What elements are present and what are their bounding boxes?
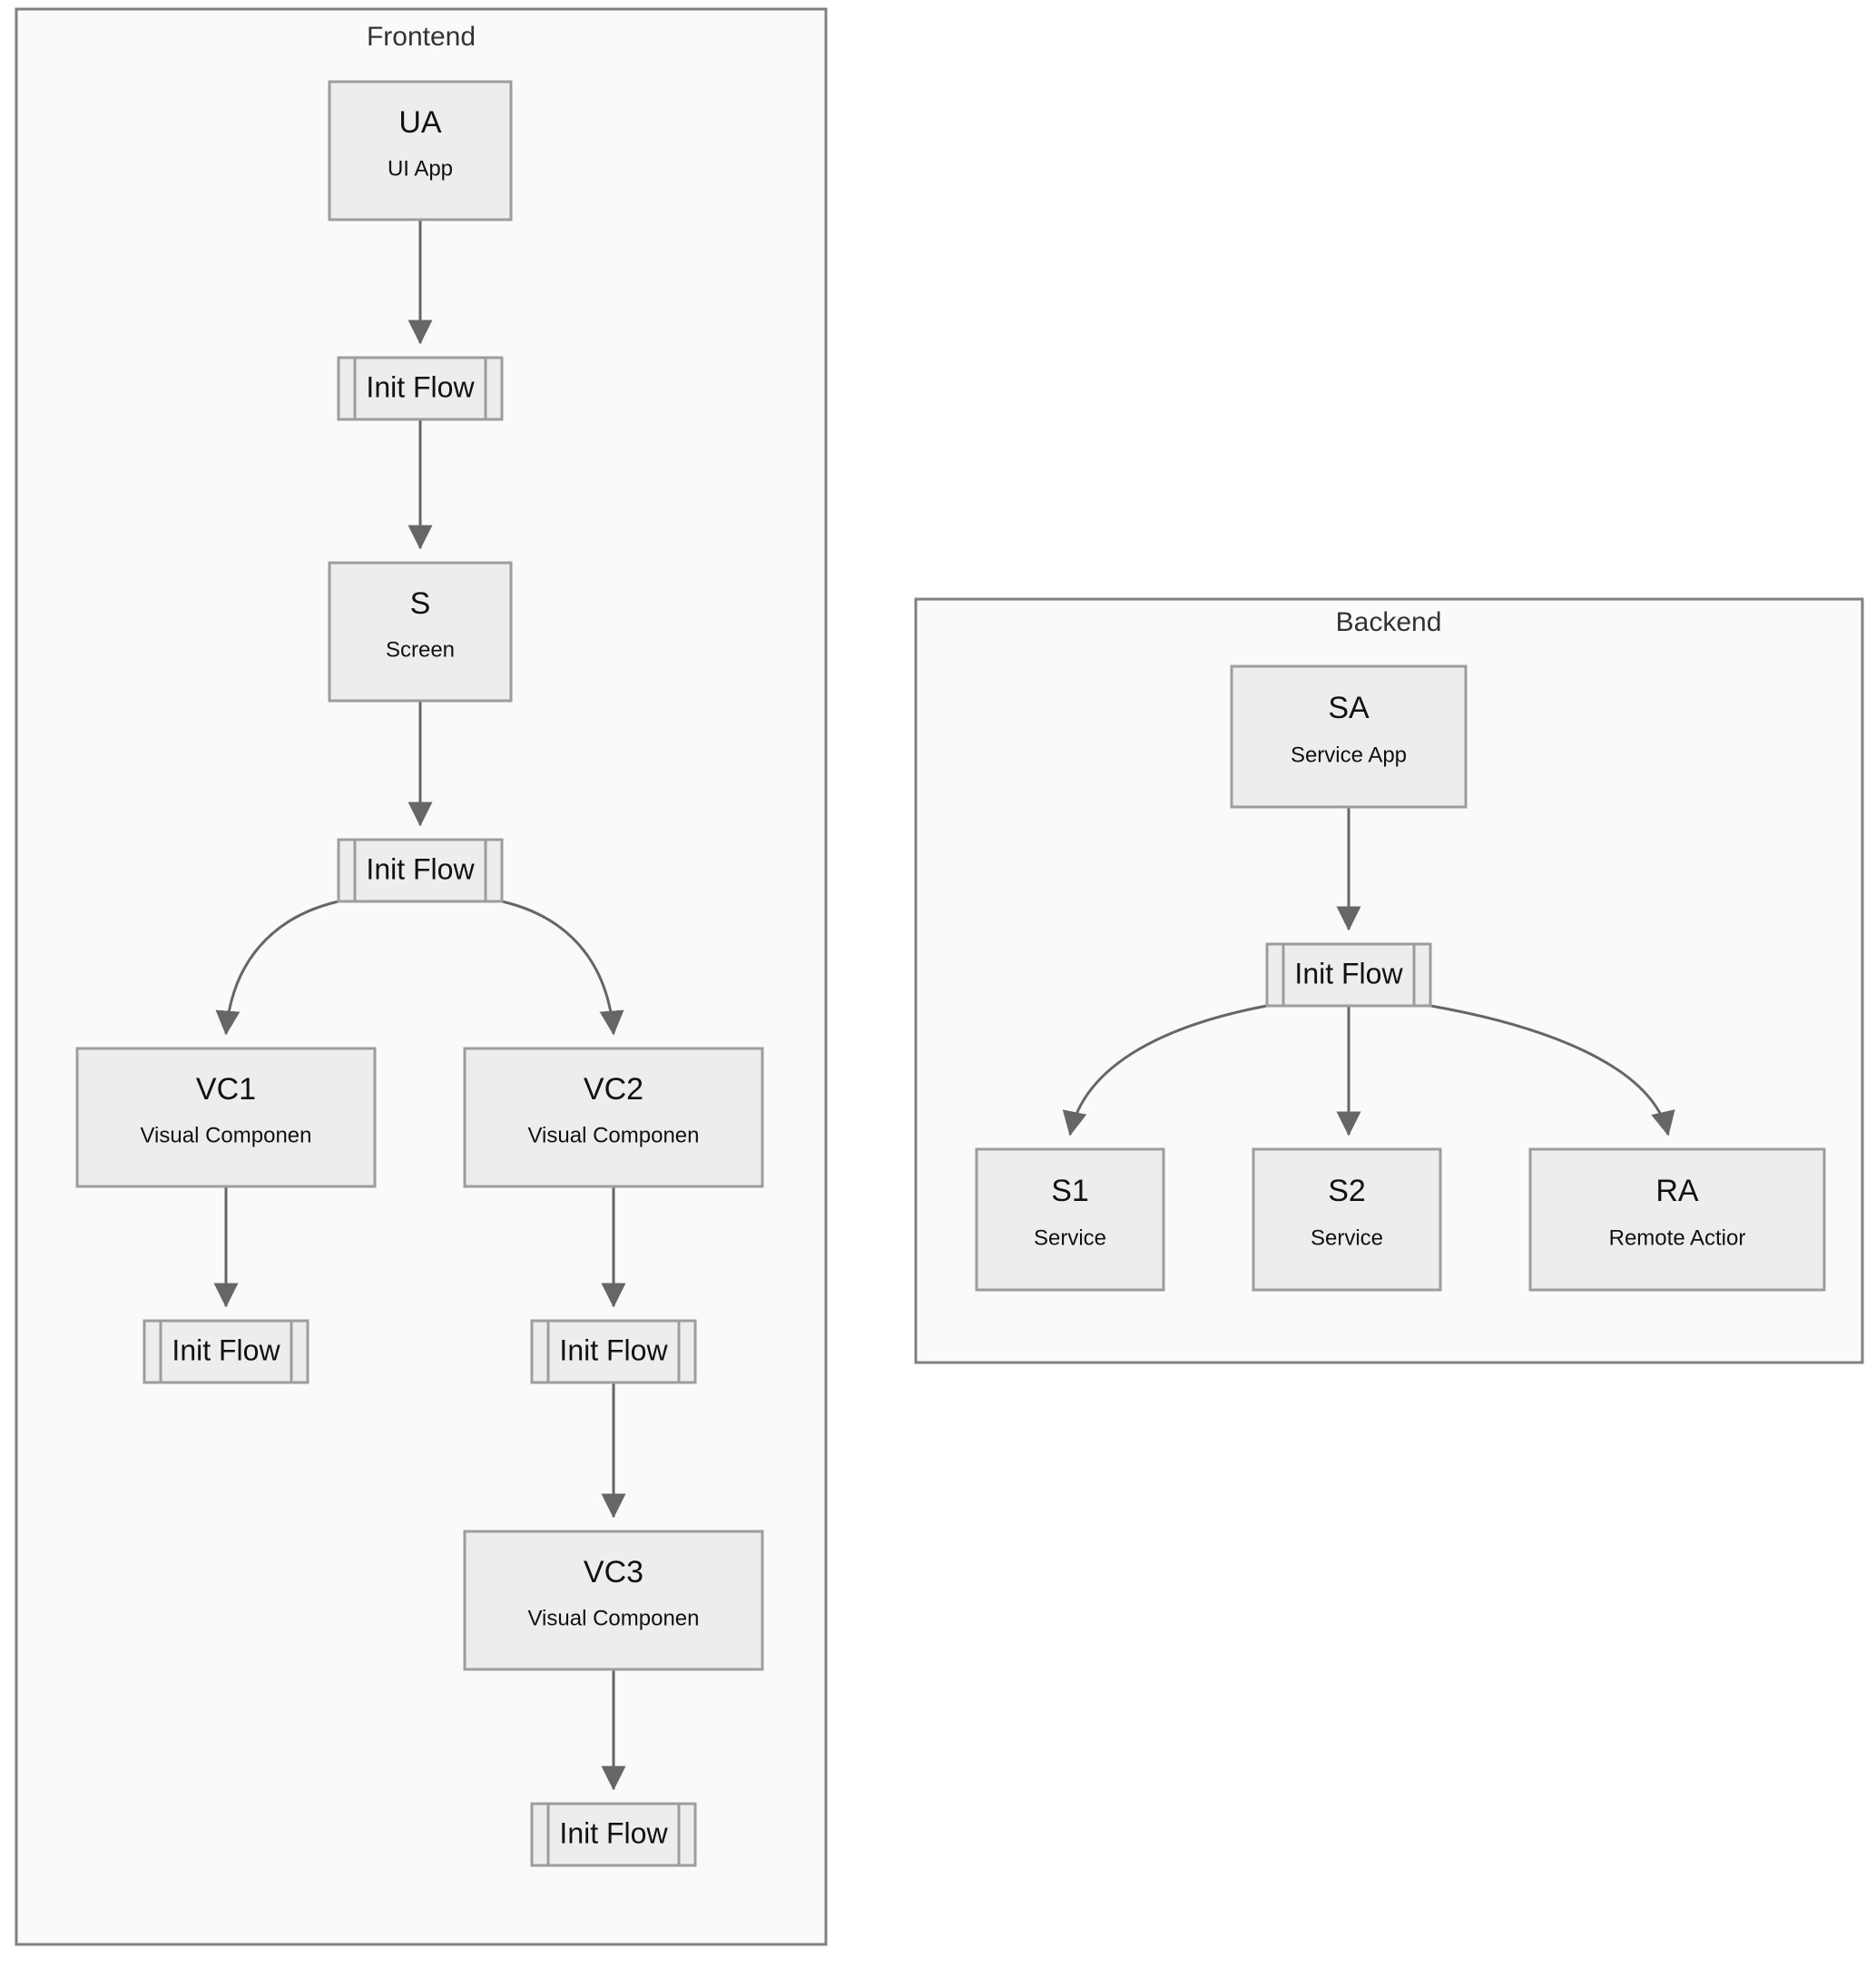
component-node-subtitle-vc3: Visual Componen	[527, 1607, 699, 1631]
component-node-subtitle-ra: Remote Actior	[1609, 1226, 1746, 1251]
node-flow-vc2[interactable]: Init Flow	[530, 1319, 697, 1384]
flow-node-label-flow-s: Init Flow	[366, 852, 475, 885]
flow-node-inner-bars-flow-sa	[1282, 942, 1416, 1008]
component-node-title-sa: SA	[1328, 691, 1370, 725]
component-node-frame-vc2[interactable]	[463, 1047, 764, 1188]
component-node-frame-s[interactable]	[328, 561, 513, 703]
component-node-subtitle-s2: Service	[1311, 1226, 1383, 1251]
flow-node-inner-bars-flow-ua	[353, 356, 487, 421]
node-ua[interactable]: UA UI App	[328, 80, 513, 221]
edge-flow-s-to-vc1	[215, 900, 339, 1036]
node-flow-ua[interactable]: Init Flow	[337, 356, 504, 421]
component-node-subtitle-vc1: Visual Componen	[140, 1124, 311, 1148]
component-node-title-s1: S1	[1051, 1174, 1089, 1208]
component-node-title-s2: S2	[1328, 1174, 1366, 1208]
edge-flow-sa-to-ra	[1429, 1004, 1675, 1137]
node-flow-s[interactable]: Init Flow	[337, 838, 504, 903]
component-node-title-vc3: VC3	[584, 1555, 643, 1589]
flow-node-inner-bars-flow-s	[353, 838, 487, 903]
component-node-frame-ua[interactable]	[328, 80, 513, 221]
flow-node-label-flow-sa: Init Flow	[1294, 957, 1403, 989]
component-node-subtitle-s: Screen	[386, 638, 455, 663]
component-node-title-ra: RA	[1655, 1174, 1699, 1208]
flow-node-inner-bars-flow-vc2	[546, 1319, 681, 1384]
component-node-subtitle-s1: Service	[1034, 1226, 1106, 1251]
flow-node-label-flow-vc2: Init Flow	[559, 1333, 668, 1366]
node-sa[interactable]: SA Service App	[1230, 664, 1468, 809]
component-node-subtitle-vc2: Visual Componen	[527, 1124, 699, 1148]
component-node-title-ua: UA	[398, 105, 442, 140]
flow-node-inner-bars-flow-vc3	[546, 1802, 681, 1867]
flow-node-label-flow-vc1: Init Flow	[172, 1333, 280, 1366]
node-s[interactable]: S Screen	[328, 561, 513, 703]
component-node-subtitle-sa: Service App	[1291, 743, 1407, 768]
edges-layer	[213, 220, 1675, 1791]
component-node-frame-vc1[interactable]	[75, 1047, 377, 1188]
node-flow-sa[interactable]: Init Flow	[1265, 942, 1432, 1008]
component-node-frame-sa[interactable]	[1230, 664, 1468, 809]
flow-node-label-flow-vc3: Init Flow	[559, 1816, 668, 1849]
component-node-title-s: S	[410, 586, 431, 621]
flow-node-inner-bars-flow-vc1	[159, 1319, 293, 1384]
container-title-backend: Backend	[1336, 607, 1442, 637]
component-node-title-vc2: VC2	[584, 1072, 643, 1107]
edge-flow-s-to-vc2	[501, 900, 624, 1036]
node-flow-vc3[interactable]: Init Flow	[530, 1802, 697, 1867]
component-node-frame-vc3[interactable]	[463, 1530, 764, 1671]
container-title-frontend: Frontend	[367, 22, 476, 52]
component-node-frame-ra[interactable]	[1528, 1147, 1826, 1292]
component-node-title-vc1: VC1	[196, 1072, 256, 1107]
edge-flow-sa-to-s1	[1062, 1004, 1268, 1137]
component-node-frame-s1[interactable]	[975, 1147, 1165, 1292]
component-node-frame-s2[interactable]	[1252, 1147, 1442, 1292]
node-flow-vc1[interactable]: Init Flow	[142, 1319, 309, 1384]
flow-node-label-flow-ua: Init Flow	[366, 370, 475, 403]
component-node-subtitle-ua: UI App	[388, 157, 453, 182]
node-ra[interactable]: RA Remote Actior	[1528, 1147, 1826, 1292]
